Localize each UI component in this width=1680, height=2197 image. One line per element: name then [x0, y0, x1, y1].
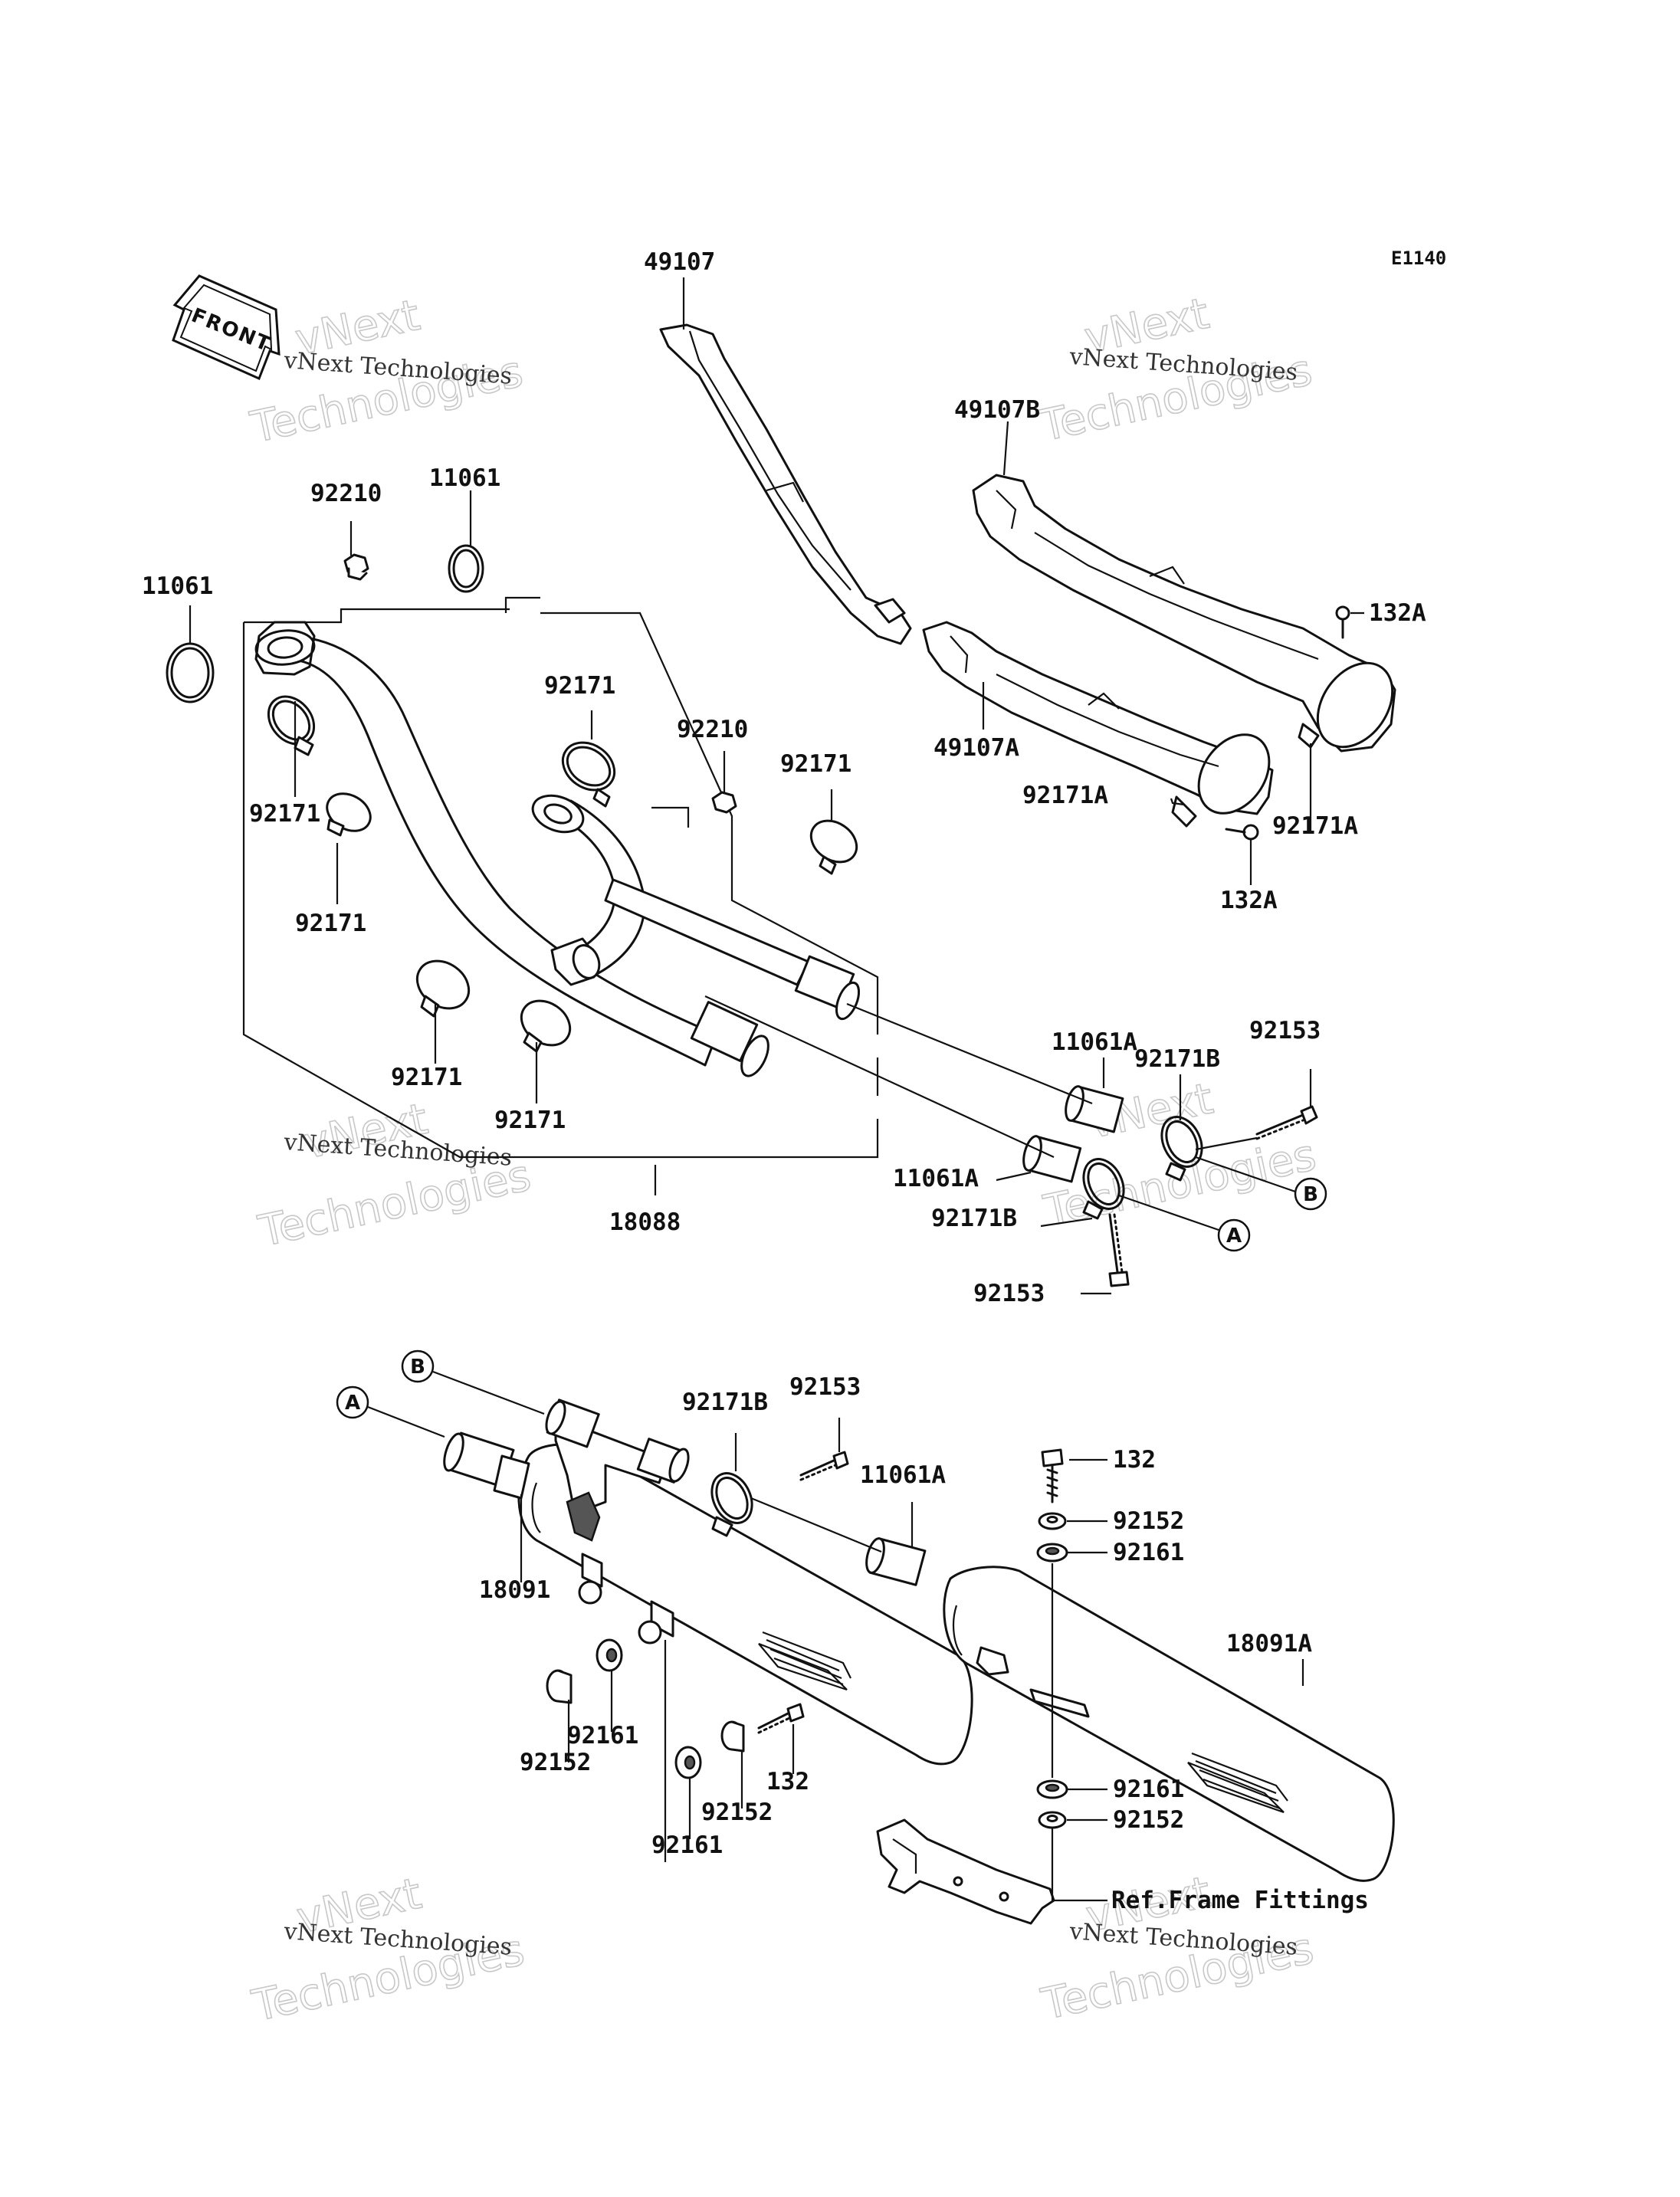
- label-92171-d: 92171: [780, 750, 851, 778]
- label-132A-top: 132A: [1369, 599, 1426, 627]
- label-11061A-upper: 11061A: [1052, 1028, 1137, 1056]
- reference-circle-b-upper: B: [1294, 1177, 1327, 1211]
- svg-text:A: A: [1226, 1225, 1242, 1248]
- label-11061-center: 11061: [429, 464, 500, 492]
- reference-circle-b-lower: B: [401, 1349, 435, 1383]
- label-92153-bottom: 92153: [789, 1373, 861, 1401]
- label-92152-mid: 92152: [701, 1799, 773, 1826]
- washer-92152-top: [1038, 1512, 1067, 1530]
- label-18091: 18091: [479, 1576, 550, 1604]
- label-92171-e: 92171: [391, 1064, 462, 1091]
- frame-bracket: [876, 1818, 1055, 1925]
- muffler-18091: [443, 1399, 973, 1766]
- label-92171A-right: 92171A: [1272, 812, 1358, 840]
- label-92171A-left: 92171A: [1022, 782, 1108, 809]
- label-11061A-bottom: 11061A: [860, 1461, 946, 1489]
- label-92171-c: 92171: [544, 672, 615, 700]
- label-92152-top: 92152: [1113, 1507, 1184, 1535]
- washer-92152-mid: [720, 1720, 745, 1753]
- bolt-92153-bottom: [799, 1451, 849, 1481]
- grommet-92161-mid: [674, 1746, 702, 1779]
- washer-92152-left: [546, 1669, 573, 1704]
- bolt-92153-lower: [1108, 1213, 1130, 1287]
- heat-shield-49107A: [922, 621, 1274, 815]
- clamp-92171-f: [520, 999, 572, 1053]
- label-92161-left: 92161: [567, 1722, 638, 1749]
- label-18091A: 18091A: [1226, 1630, 1312, 1658]
- bolt-92153-upper: [1255, 1105, 1318, 1140]
- label-132A-bottom: 132A: [1220, 887, 1278, 914]
- label-92171B-upper: 92171B: [1134, 1045, 1220, 1073]
- label-92161-mid: 92161: [651, 1831, 723, 1859]
- label-49107A: 49107A: [934, 734, 1019, 762]
- clamp-92171-a: [267, 695, 316, 756]
- clamp-92171-e: [415, 959, 471, 1018]
- clamp-92171-b: [326, 792, 372, 837]
- svg-text:A: A: [345, 1392, 360, 1415]
- label-49107B: 49107B: [954, 396, 1040, 424]
- sleeve-11061A-upper: [1065, 1085, 1124, 1133]
- label-92161-right-lower: 92161: [1113, 1776, 1184, 1803]
- bolt-132-mid: [757, 1703, 805, 1734]
- muffler-18091A: [943, 1566, 1395, 1882]
- label-11061A-lower: 11061A: [893, 1165, 979, 1192]
- clamp-92171B-lower: [1082, 1158, 1125, 1220]
- reference-circle-a-lower: A: [336, 1385, 369, 1419]
- label-92153-lower: 92153: [973, 1280, 1045, 1307]
- clamp-92171A-right: [1298, 723, 1320, 749]
- reference-circle-a-upper: A: [1217, 1218, 1251, 1252]
- label-frame-fittings: Ref.Frame Fittings: [1111, 1887, 1369, 1914]
- label-11061-left: 11061: [142, 572, 213, 600]
- svg-text:B: B: [1303, 1183, 1318, 1206]
- grommet-92161-right-lower: [1036, 1779, 1068, 1799]
- clamp-92171A-left: [1171, 795, 1197, 828]
- label-92161-top: 92161: [1113, 1539, 1184, 1566]
- clamp-92171-c: [561, 741, 616, 808]
- sleeve-11061A-lower: [1022, 1135, 1082, 1183]
- clamp-92171-d: [809, 819, 858, 875]
- label-92171B-lower: 92171B: [931, 1205, 1017, 1232]
- label-132-mid: 132: [766, 1768, 809, 1795]
- label-92153-upper: 92153: [1249, 1017, 1321, 1044]
- washer-92152-right-lower: [1038, 1811, 1067, 1829]
- clamp-92171B-bottom: [710, 1472, 753, 1537]
- label-92152-right-lower: 92152: [1113, 1806, 1184, 1834]
- label-49107: 49107: [644, 248, 715, 276]
- label-132-top: 132: [1113, 1446, 1156, 1474]
- label-92210-left: 92210: [310, 480, 382, 507]
- nut-92210-left: [343, 553, 369, 581]
- bolt-132-top: [1041, 1448, 1064, 1503]
- grommet-92161-left: [596, 1638, 623, 1672]
- label-18088: 18088: [609, 1208, 681, 1236]
- heat-shield-49107B: [972, 474, 1396, 753]
- label-92152-left: 92152: [520, 1749, 591, 1776]
- exhaust-pipe-front: [254, 621, 769, 1077]
- label-92171-f: 92171: [494, 1107, 566, 1134]
- gasket-11061-center: [448, 544, 484, 593]
- clamp-92171B-upper: [1160, 1116, 1203, 1182]
- label-92171-b: 92171: [295, 910, 366, 937]
- heat-shield-49107: [659, 323, 912, 645]
- grommet-92161-top: [1036, 1543, 1068, 1562]
- screw-132A-top: [1335, 605, 1350, 639]
- svg-text:B: B: [410, 1356, 425, 1379]
- sleeve-11061A-bottom: [865, 1537, 927, 1586]
- front-arrow-icon: FRONT: [172, 274, 281, 381]
- label-92210-right: 92210: [677, 716, 748, 743]
- screw-132A-bottom: [1225, 824, 1259, 841]
- gasket-11061-left: [166, 642, 215, 703]
- label-92171B-bottom: 92171B: [682, 1389, 768, 1416]
- exhaust-pipe-rear: [531, 794, 861, 1021]
- nut-92210-right: [711, 791, 737, 814]
- label-92171-a: 92171: [249, 800, 320, 828]
- diagram-code: E1140: [1391, 248, 1446, 269]
